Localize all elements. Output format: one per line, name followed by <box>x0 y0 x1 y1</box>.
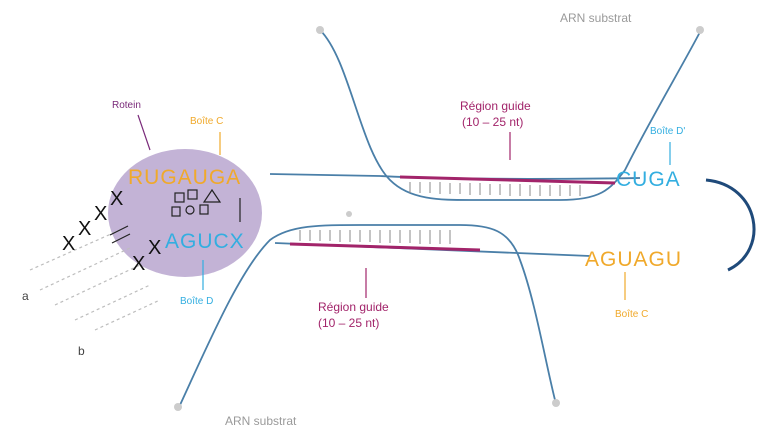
box-c-label-top: Boîte C <box>190 116 223 127</box>
svg-text:X: X <box>78 218 91 240</box>
box-d-prime-sequence: CUGA <box>616 168 681 191</box>
stem-loop <box>706 180 754 270</box>
box-d-prime-label: Boîte D' <box>650 126 685 137</box>
substrate-label-bottom: ARN substrat <box>225 414 297 428</box>
figure-letter-a: a <box>22 289 29 303</box>
guide-region-label-top: Région guide <box>460 99 531 113</box>
substrate-label-top: ARN substrat <box>560 11 632 25</box>
box-c-prime-sequence: AGUAGU <box>585 248 682 271</box>
box-d-label: Boîte D <box>180 296 213 307</box>
guide-region-label-bottom: Région guide <box>318 300 389 314</box>
base-pairs-bottom <box>300 230 450 244</box>
box-c-sequence: RUGAUGA <box>128 166 241 189</box>
protein-pointer <box>138 115 150 150</box>
box-d-sequence: AGUCX <box>165 230 245 253</box>
svg-text:X: X <box>94 203 107 225</box>
figure-letter-b: b <box>78 344 85 358</box>
guide-region-label-bottom-range: (10 – 25 nt) <box>318 316 379 330</box>
box-c-label-bottom: Boîte C <box>615 309 648 320</box>
svg-text:X: X <box>148 237 161 259</box>
svg-text:X: X <box>62 233 75 255</box>
svg-text:X: X <box>132 253 145 275</box>
svg-text:X: X <box>110 188 123 210</box>
protein-label: Rotein <box>112 100 141 111</box>
base-pairs-top <box>410 182 580 196</box>
guide-region-bottom <box>290 244 480 250</box>
guide-region-label-top-range: (10 – 25 nt) <box>462 115 523 129</box>
